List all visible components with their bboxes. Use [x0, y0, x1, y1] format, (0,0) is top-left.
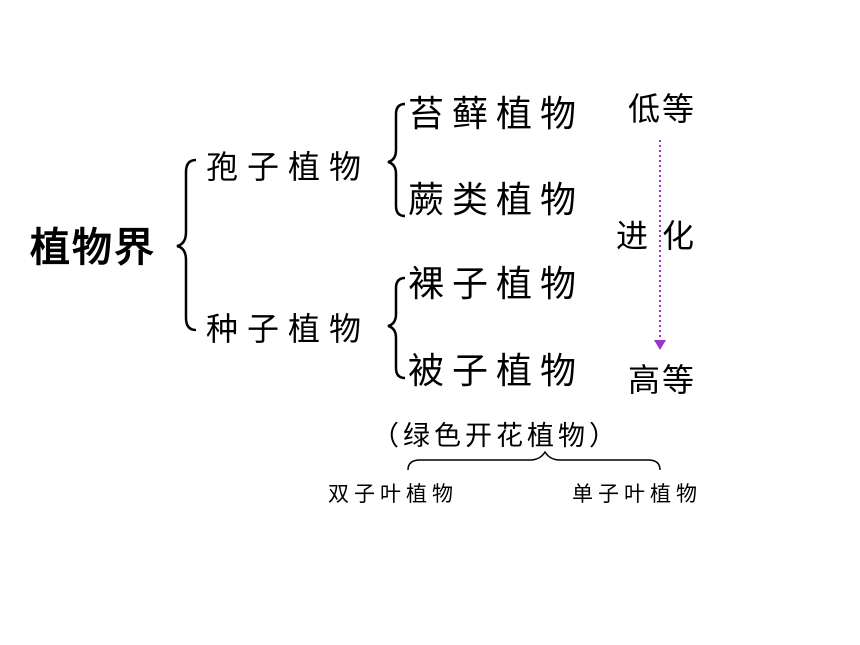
- seed-plants-label: 种子植物: [206, 310, 371, 348]
- dicot-label: 双子叶植物: [328, 482, 458, 506]
- evolution-low-label: 低等: [628, 90, 697, 128]
- evolution-middle-label: 进化: [616, 217, 709, 255]
- spore-plants-label: 孢子植物: [206, 148, 371, 186]
- angiosperms-label: 被子植物: [408, 351, 585, 392]
- angiosperm-note: （绿色开花植物）: [372, 421, 620, 452]
- moss-plants-label: 苔藓植物: [408, 94, 585, 135]
- evolution-high-label: 高等: [628, 361, 697, 399]
- gymnosperms-label: 裸子植物: [408, 264, 585, 305]
- monocot-label: 单子叶植物: [572, 482, 702, 506]
- fern-plants-label: 蕨类植物: [408, 180, 585, 221]
- spore-plants-brace: [387, 102, 406, 218]
- evolution-arrow-head: [654, 340, 666, 350]
- seed-plants-brace: [387, 276, 406, 380]
- angiosperm-underbrace: [407, 450, 661, 471]
- root-brace: [176, 158, 197, 332]
- root-label: 植物界: [30, 225, 156, 271]
